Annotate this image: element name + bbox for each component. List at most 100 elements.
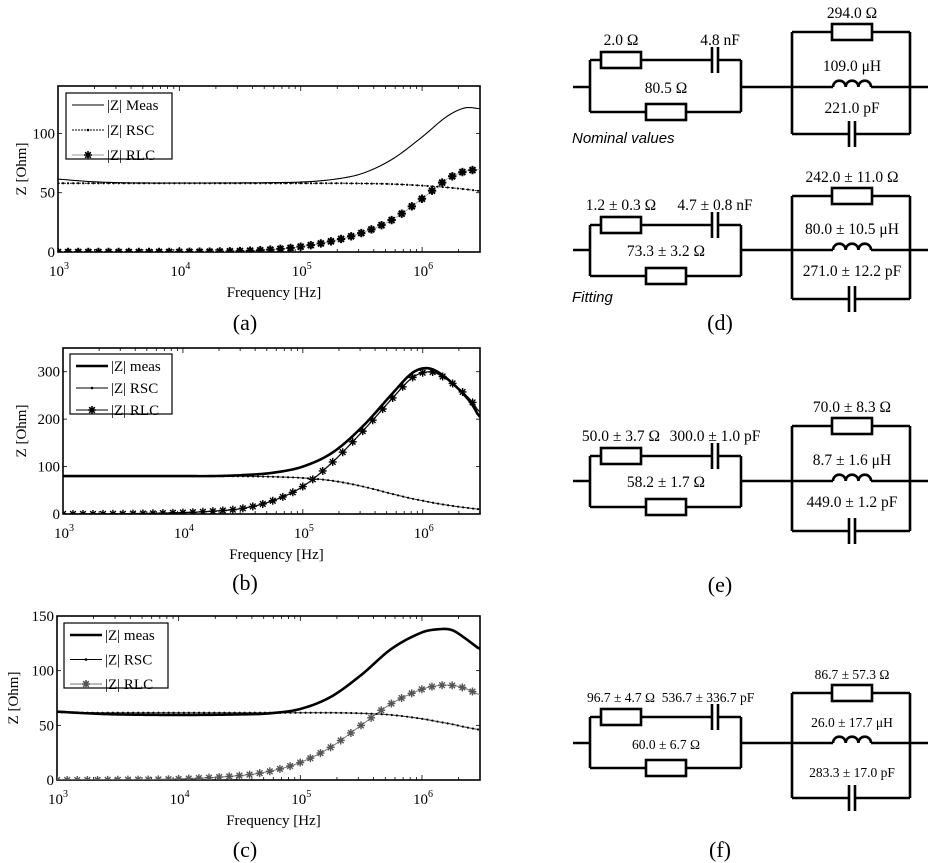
x-tick-exp: 3 <box>64 261 69 272</box>
x-tick-base: 10 <box>54 526 69 542</box>
data-point-star <box>148 509 157 514</box>
data-point-star <box>357 721 366 730</box>
data-point-dot <box>406 496 410 499</box>
data-point-star <box>368 416 377 425</box>
data-point-dot <box>218 711 221 714</box>
data-point-star <box>458 683 467 692</box>
tank-resistor-symbol <box>830 683 874 703</box>
tank-resistor-symbol <box>830 186 874 206</box>
legend-box <box>69 353 173 415</box>
data-point-dot <box>304 711 307 714</box>
data-point-dot <box>411 183 414 187</box>
data-point-dot <box>426 184 429 188</box>
data-point-dot <box>406 183 409 186</box>
data-point-dot <box>471 727 475 730</box>
data-point-dot <box>309 182 313 185</box>
tank-resistor-symbol <box>830 416 874 436</box>
data-point-dot <box>309 711 312 714</box>
data-point-star <box>113 775 122 780</box>
data-point-dot <box>72 182 75 185</box>
data-point-star <box>367 713 376 722</box>
parallel-resistor-label: 80.5 Ω <box>645 80 688 97</box>
data-point-dot <box>182 711 185 714</box>
data-point-dot <box>223 711 226 714</box>
data-point-star <box>296 242 305 251</box>
data-point-dot <box>376 489 380 492</box>
data-point-dot <box>395 714 398 717</box>
x-tick-label: 105 <box>294 523 314 542</box>
data-point-star <box>98 509 107 514</box>
data-point-star <box>63 247 73 252</box>
data-point-star <box>228 505 237 514</box>
data-point-star <box>174 774 183 780</box>
data-point-star <box>165 247 174 252</box>
tank-capacitor-label: 449.0 ± 1.2 pF <box>807 494 898 511</box>
x-tick-exp: 5 <box>306 789 311 800</box>
circuit-note: Fitting <box>572 289 614 306</box>
data-point-dot <box>386 491 390 494</box>
series-line-zmeas <box>57 627 480 717</box>
data-point-star <box>357 228 366 238</box>
data-point-dot <box>286 476 290 479</box>
parallel-resistor-symbol <box>644 102 688 122</box>
data-point-dot <box>366 486 370 489</box>
data-point-star <box>235 771 244 780</box>
data-point-dot <box>476 728 480 731</box>
legend-label: |Z| RSC <box>107 123 154 139</box>
series-line-zmeas <box>63 366 480 478</box>
x-tick-exp: 5 <box>309 523 314 534</box>
data-point-dot <box>291 476 295 479</box>
data-point-star <box>306 754 315 763</box>
series-resistor-symbol <box>599 50 643 70</box>
data-point-star <box>164 775 173 780</box>
inductor-symbol <box>831 242 873 251</box>
data-point-star <box>208 507 217 514</box>
data-point-star <box>265 767 274 776</box>
inductor-symbol <box>831 79 873 88</box>
data-point-star <box>336 736 345 745</box>
data-point-dot <box>341 481 345 484</box>
data-point-dot <box>334 711 338 714</box>
data-point-dot <box>380 182 383 185</box>
data-point-star <box>336 234 346 244</box>
x-tick-label: 104 <box>174 523 194 542</box>
x-tick-label: 103 <box>48 789 68 808</box>
data-point-dot <box>426 500 430 503</box>
data-point-dot <box>299 711 302 714</box>
data-point-star <box>316 239 326 248</box>
x-tick-exp: 3 <box>69 523 74 534</box>
data-point-dot <box>446 722 449 725</box>
data-point-dot <box>304 182 308 185</box>
data-point-star <box>68 509 77 514</box>
data-point-star <box>397 209 406 218</box>
data-point-star <box>198 507 207 514</box>
legend-label: |Z| RLC <box>105 677 153 693</box>
tank-resistor-label: 70.0 ± 8.3 Ω <box>813 399 891 416</box>
data-point-dot <box>356 484 360 487</box>
data-point-star <box>103 775 112 780</box>
data-point-star <box>377 220 386 230</box>
data-point-dot <box>137 711 140 714</box>
data-point-dot <box>320 182 323 185</box>
y-tick-label: 150 <box>32 609 55 625</box>
data-point-dot <box>203 711 206 714</box>
series-resistor-label: 2.0 Ω <box>604 32 639 49</box>
data-point-dot <box>162 711 165 714</box>
series-resistor-symbol <box>599 215 643 235</box>
data-point-dot <box>371 487 375 491</box>
circuit-note: Nominal values <box>572 130 675 147</box>
data-point-dot <box>375 712 378 716</box>
data-point-star <box>288 488 297 497</box>
data-point-dot <box>385 713 388 716</box>
parallel-resistor-label: 58.2 ± 1.7 Ω <box>627 474 705 491</box>
tank-resistor-label: 294.0 Ω <box>827 5 877 22</box>
data-point-star <box>296 758 305 767</box>
data-point-star <box>316 749 325 758</box>
data-point-dot <box>361 485 365 488</box>
data-point-star <box>276 244 285 252</box>
legend-marker-star <box>84 151 92 159</box>
x-tick-exp: 4 <box>185 261 190 272</box>
